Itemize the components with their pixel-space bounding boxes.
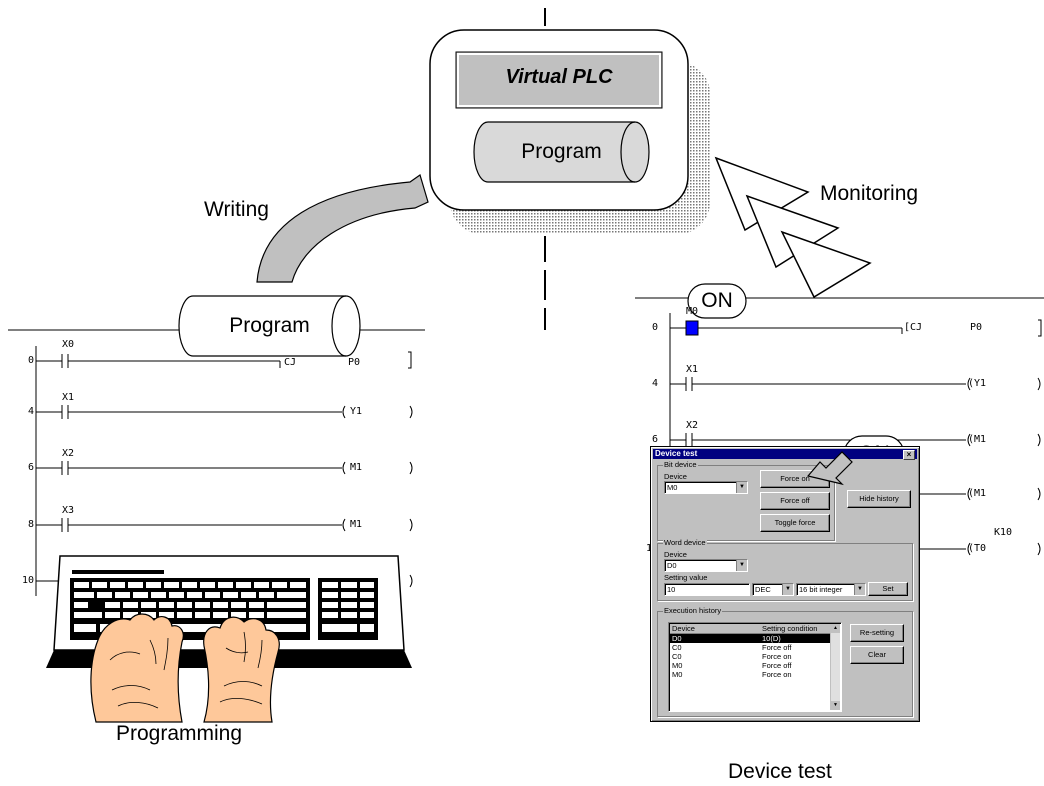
- history-device: M0: [672, 670, 683, 679]
- list-item[interactable]: C0 Force off: [670, 643, 830, 652]
- coil-label: (Y1: [968, 378, 987, 389]
- force-on-button[interactable]: Force on: [760, 470, 830, 488]
- step-number: 8: [28, 519, 35, 530]
- history-device: D0: [672, 634, 682, 643]
- virtual-plc-title: Virtual PLC: [505, 66, 613, 88]
- plc-program-label: Program: [521, 140, 602, 163]
- bit-device-group: Bit device Device M0 ▼ Force on Force of…: [657, 460, 835, 541]
- data-type-value: 16 bit integer: [799, 585, 843, 594]
- cj-label: [CJ: [904, 322, 923, 333]
- history-list[interactable]: Device Setting condition D0 10(D) C0 For…: [668, 622, 842, 712]
- set-button[interactable]: Set: [868, 582, 908, 596]
- history-condition: Force on: [762, 652, 792, 661]
- bit-device-value: M0: [667, 483, 678, 492]
- m0-contact-highlight: [685, 320, 699, 336]
- coil-label: (M1: [968, 434, 987, 445]
- radix-select[interactable]: DEC ▼: [752, 583, 794, 596]
- on-badge-ladder-shape: [687, 283, 747, 319]
- chevron-down-icon[interactable]: ▼: [782, 584, 793, 595]
- dialog-title: Device test: [655, 449, 698, 458]
- device-test-dialog: Device test × Bit device Device M0 ▼ For…: [650, 446, 920, 722]
- resetting-button[interactable]: Re-setting: [850, 624, 904, 642]
- step-number: 0: [652, 322, 659, 333]
- history-condition: 10(D): [762, 634, 781, 643]
- toggle-force-button[interactable]: Toggle force: [760, 514, 830, 532]
- coil-label: Y1: [350, 406, 363, 417]
- scroll-up-icon[interactable]: ▲: [831, 624, 840, 633]
- step-number: 10: [22, 575, 35, 586]
- word-device-label: Device: [664, 550, 687, 559]
- monitoring-label: Monitoring: [820, 182, 919, 205]
- history-caption: Execution history: [663, 606, 723, 615]
- execution-history-group: Execution history Device Setting conditi…: [657, 606, 913, 717]
- list-item[interactable]: C0 Force on: [670, 652, 830, 661]
- k10-label: K10: [994, 527, 1013, 538]
- contact-label: X3: [62, 505, 75, 516]
- coil-label: M1: [350, 519, 363, 530]
- contact-label: X2: [686, 420, 699, 431]
- contact-label: X1: [686, 364, 699, 375]
- list-item[interactable]: M0 Force on: [670, 670, 830, 679]
- step-number: 4: [28, 406, 35, 417]
- bit-device-select[interactable]: M0 ▼: [664, 481, 748, 494]
- clear-button[interactable]: Clear: [850, 646, 904, 664]
- chevron-down-icon[interactable]: ▼: [736, 560, 747, 571]
- chevron-down-icon[interactable]: ▼: [736, 482, 747, 493]
- device-test-label: Device test: [728, 760, 832, 783]
- on-badge-ladder: ON: [701, 289, 733, 312]
- radix-value: DEC: [755, 585, 771, 594]
- contact-label: X1: [62, 392, 75, 403]
- word-device-caption: Word device: [663, 538, 707, 547]
- program-cylinder: [178, 295, 361, 357]
- close-icon[interactable]: ×: [903, 450, 915, 460]
- p0-label: P0: [970, 322, 983, 333]
- history-scrollbar[interactable]: ▲ ▼: [830, 624, 840, 710]
- step-number: 4: [652, 378, 659, 389]
- cj-label: CJ: [284, 357, 297, 368]
- hands-illustration: [90, 613, 280, 723]
- virtual-plc-title-bar: [455, 51, 663, 109]
- coil-label: M1: [350, 462, 363, 473]
- coil-label: (T0: [968, 543, 987, 554]
- history-device: C0: [672, 652, 682, 661]
- step-number: 6: [28, 462, 35, 473]
- force-off-button[interactable]: Force off: [760, 492, 830, 510]
- bit-device-label: Device: [664, 472, 687, 481]
- history-condition: Force on: [762, 670, 792, 679]
- history-header: Device Setting condition: [670, 624, 830, 634]
- p0-label: P0: [348, 357, 361, 368]
- plc-program-cylinder: [473, 121, 650, 183]
- writing-label: Writing: [204, 198, 269, 221]
- setting-value-label: Setting value: [664, 573, 708, 582]
- data-type-select[interactable]: 16 bit integer ▼: [796, 583, 866, 596]
- scroll-down-icon[interactable]: ▼: [831, 701, 840, 710]
- col-condition-header: Setting condition: [762, 624, 818, 633]
- coil-label: (M1: [968, 488, 987, 499]
- contact-label: X0: [62, 339, 75, 350]
- writing-arrow: [256, 174, 429, 283]
- col-device-header: Device: [672, 624, 695, 633]
- monitoring-arrows: [714, 156, 872, 299]
- word-device-group: Word device Device D0 ▼ Setting value 10…: [657, 538, 913, 601]
- word-device-select[interactable]: D0 ▼: [664, 559, 748, 572]
- program-cylinder-label: Program: [229, 314, 310, 337]
- step-number: 0: [28, 355, 35, 366]
- programming-label: Programming: [116, 722, 243, 745]
- word-device-value: D0: [667, 561, 677, 570]
- history-condition: Force off: [762, 643, 792, 652]
- step-number: 6: [652, 434, 659, 445]
- hide-history-button[interactable]: Hide history: [847, 490, 911, 508]
- chevron-down-icon[interactable]: ▼: [854, 584, 865, 595]
- history-condition: Force off: [762, 661, 792, 670]
- dialog-title-bar: Device test ×: [653, 449, 917, 460]
- setting-value-input[interactable]: 10: [664, 583, 750, 596]
- history-device: C0: [672, 643, 682, 652]
- list-item[interactable]: M0 Force off: [670, 661, 830, 670]
- contact-label: M0: [686, 306, 699, 317]
- list-item[interactable]: D0 10(D): [670, 634, 830, 643]
- contact-label: X2: [62, 448, 75, 459]
- bit-device-caption: Bit device: [663, 460, 698, 469]
- history-device: M0: [672, 661, 683, 670]
